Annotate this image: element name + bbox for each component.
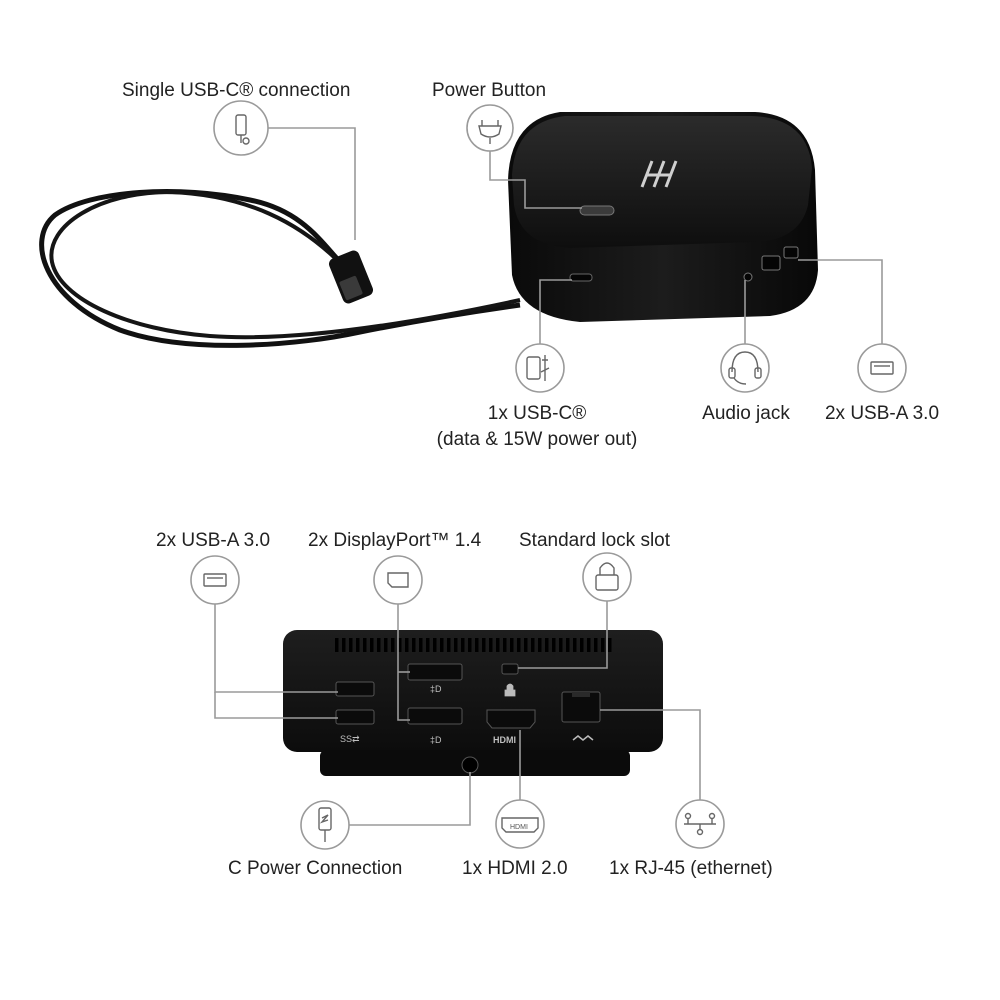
vent-slat [370,638,374,652]
power-button[interactable] [579,205,615,216]
hdmi-port[interactable] [486,709,536,729]
power-plug-icon [466,104,514,152]
vent-slat [503,638,507,652]
vent-slat [573,638,577,652]
hdmi-port-label: HDMI [493,735,516,745]
network-mark-icon [572,735,594,741]
vent-slat [475,638,479,652]
vent-slat [398,638,402,652]
vent-slat [538,638,542,652]
usb-c-plug-icon [213,100,269,156]
label-hdmi: 1x HDMI 2.0 [462,858,568,879]
usb-a-port-icon-rear [190,555,240,605]
rear-usb-a-port-2[interactable] [335,709,375,725]
displayport-2[interactable] [407,707,463,725]
front-usb-c-port[interactable] [569,273,593,282]
label-displayport: 2x DisplayPort™ 1.4 [308,530,482,551]
vent-slat [510,638,514,652]
padlock-icon [582,552,632,602]
vent-slat [377,638,381,652]
vent-slat [384,638,388,652]
vent-slat [412,638,416,652]
audio-jack-port[interactable] [743,272,753,282]
vent-slat [419,638,423,652]
usb-a-port-icon [857,343,907,393]
vent-slat [489,638,493,652]
vent-slat [496,638,500,652]
usb-c-cable [39,189,521,348]
headset-icon [720,343,770,393]
label-usb-c-front-line2: (data & 15W power out) [436,429,638,450]
usb-c-data-power-icon [515,343,565,393]
dock-rear-view: SS⇄ ‡D ‡D HDMI [283,630,663,776]
vent-slat [601,638,605,652]
vent-slat [349,638,353,652]
ethernet-icon [675,799,725,849]
vent-slat [594,638,598,652]
vent-slat [608,638,612,652]
vent-slat [342,638,346,652]
vent-slat [559,638,563,652]
vent-slat [335,638,339,652]
displayport-1[interactable] [407,663,463,681]
label-single-usb-c: Single USB-C® connection [122,80,351,101]
vent-slat [461,638,465,652]
vent-grille [335,638,612,652]
hdmi-icon-text: HDMI [510,824,528,831]
displayport-1-mark: ‡D [430,684,442,694]
vent-slat [440,638,444,652]
label-power-button: Power Button [432,80,547,101]
dock-top-view [508,112,818,322]
vent-slat [426,638,430,652]
vent-slat [531,638,535,652]
rear-leader-lines [214,600,701,826]
vent-slat [433,638,437,652]
vent-slat [363,638,367,652]
vent-slat [405,638,409,652]
front-usb-a-port-2[interactable] [783,246,799,259]
displayport-2-mark: ‡D [430,735,442,745]
vent-slat [391,638,395,652]
vent-slat [580,638,584,652]
usb-superspeed-label: SS⇄ [340,734,360,744]
vent-slat [524,638,528,652]
label-rj45: 1x RJ-45 (ethernet) [609,858,773,879]
vent-slat [552,638,556,652]
hdmi-icon: HDMI [495,799,545,849]
label-usb-a-rear: 2x USB-A 3.0 [156,530,271,551]
label-lock-slot: Standard lock slot [519,530,671,551]
vent-slat [356,638,360,652]
vent-slat [468,638,472,652]
front-usb-a-port-1[interactable] [761,255,781,271]
label-usb-c-front-line1: 1x USB-C® [487,403,587,424]
label-power-connection: C Power Connection [228,858,403,879]
vent-slat [482,638,486,652]
vent-slat [447,638,451,652]
vent-slat [454,638,458,652]
lock-slot[interactable] [501,663,519,675]
lock-mark-icon [504,683,516,697]
label-audio-jack: Audio jack [702,403,790,424]
displayport-icon [373,555,423,605]
vent-slat [566,638,570,652]
vent-slat [587,638,591,652]
vent-slat [545,638,549,652]
hp-logo-top [640,160,678,188]
power-connection-port[interactable] [461,756,479,774]
top-leader-lines [268,127,883,347]
rear-usb-a-port-1[interactable] [335,681,375,697]
vent-slat [517,638,521,652]
label-usb-a-front: 2x USB-A 3.0 [824,403,940,424]
usb-c-cable-icon [300,800,350,850]
